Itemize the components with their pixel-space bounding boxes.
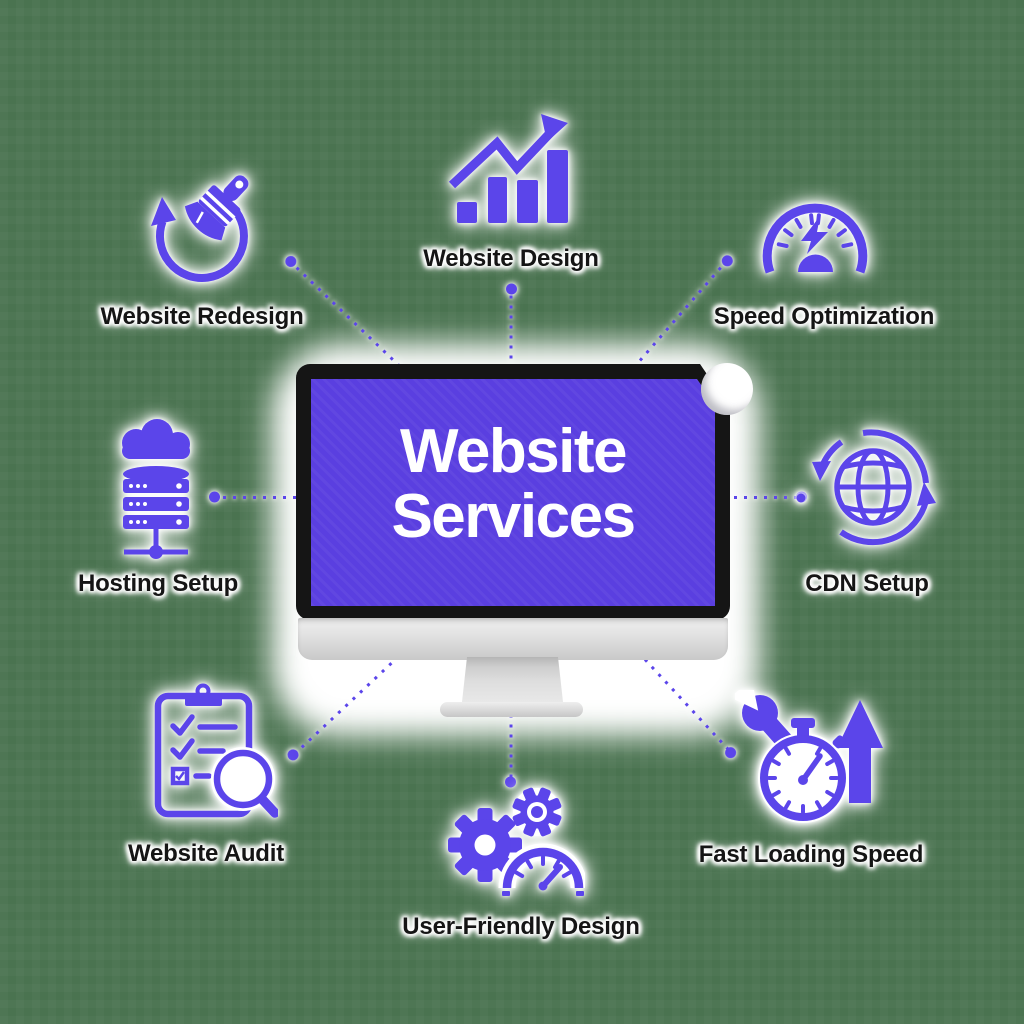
monitor-illustration: Website Services bbox=[296, 363, 753, 720]
corner-curl bbox=[701, 363, 753, 415]
connector-end-dot bbox=[282, 253, 299, 270]
monitor-body bbox=[298, 618, 728, 660]
monitor-screen: Website Services bbox=[311, 379, 715, 606]
service-label-website-design: Website Design bbox=[423, 245, 599, 272]
paintbrush-refresh-icon bbox=[151, 175, 249, 282]
monitor-stand-base bbox=[440, 702, 583, 717]
center-title-line2: Services bbox=[391, 481, 636, 551]
service-label-website-redesign: Website Redesign bbox=[100, 303, 304, 330]
connector-hosting-setup bbox=[209, 491, 296, 503]
globe-sync-icon bbox=[796, 429, 936, 546]
connector-website-design bbox=[505, 283, 517, 368]
service-label-hosting-setup: Hosting Setup bbox=[77, 570, 239, 597]
connector-end-dot bbox=[209, 491, 220, 503]
gears-gauge-icon bbox=[448, 787, 585, 896]
cloud-server-icon bbox=[122, 419, 190, 559]
connector-end-dot bbox=[505, 283, 517, 294]
connector-cdn-setup bbox=[734, 491, 807, 503]
center-title-line1: Website bbox=[399, 417, 628, 487]
connector-user-friendly-design bbox=[505, 714, 517, 787]
connector-end-dot bbox=[285, 746, 302, 763]
wrench-stopwatch-arrow-icon bbox=[735, 690, 883, 823]
speedometer-bolt-icon bbox=[762, 203, 868, 274]
center-title: Website Services bbox=[391, 417, 636, 551]
connector-end-dot bbox=[719, 252, 735, 268]
service-label-fast-loading-speed: Fast Loading Speed bbox=[698, 841, 924, 868]
monitor-stand-neck bbox=[462, 657, 563, 702]
service-label-user-friendly-design: User-Friendly Design bbox=[402, 913, 640, 940]
growth-bar-chart-icon bbox=[448, 114, 568, 223]
clipboard-magnifier-icon bbox=[154, 683, 278, 818]
service-label-speed-optimization: Speed Optimization bbox=[713, 303, 935, 330]
service-label-website-audit: Website Audit bbox=[127, 840, 285, 867]
service-label-cdn-setup: CDN Setup bbox=[805, 570, 929, 597]
